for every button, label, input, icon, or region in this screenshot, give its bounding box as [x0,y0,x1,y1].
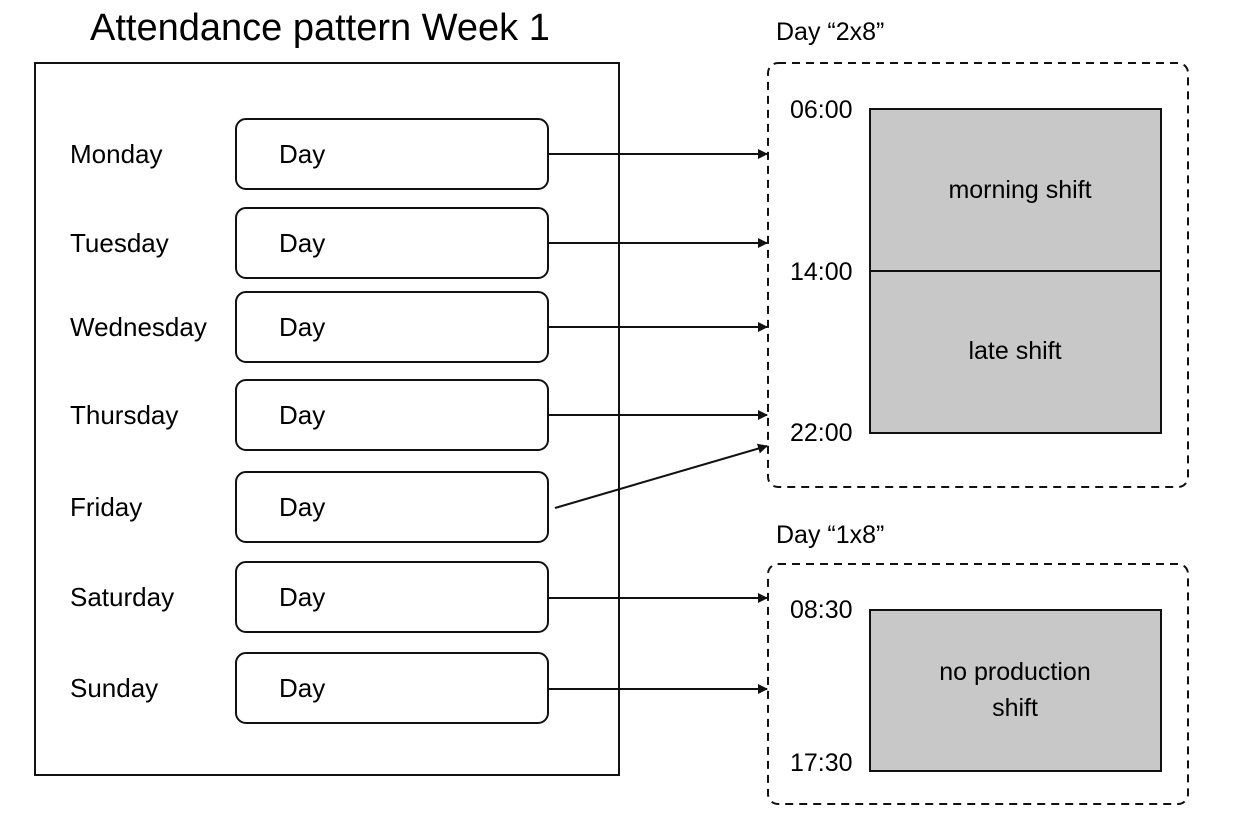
time-label-end: 22:00 [790,419,853,447]
weekday-label: Tuesday [70,228,169,258]
day-row-monday: Monday Day [70,118,549,190]
no-production-shift-label-line1: no production [939,658,1091,686]
no-production-shift-block [869,609,1162,772]
weekday-label: Sunday [70,673,158,703]
day-type-box [235,118,549,190]
late-shift-label: late shift [968,337,1061,365]
time-label-start: 08:30 [790,596,853,624]
day-type-box [235,379,549,451]
weekday-label: Saturday [70,582,174,612]
day-type-label: Day [279,673,325,703]
day-type-label: Day [279,582,325,612]
time-label-start: 06:00 [790,96,853,124]
day-type-box [235,652,549,724]
day-1x8-frame [767,563,1189,805]
day-row-tuesday: Tuesday Day [70,207,549,279]
day-row-wednesday: Wednesday Day [70,291,549,363]
morning-shift-label: morning shift [948,176,1091,204]
weekday-label: Thursday [70,400,178,430]
arrow-friday-to-2x8 [554,443,768,509]
day-type-label: Day [279,139,325,169]
pattern-title: Attendance pattern Week 1 [90,7,550,49]
time-label-end: 17:30 [790,749,853,777]
day-type-box [235,291,549,363]
day-type-label: Day [279,228,325,258]
day-type-label: Day [279,312,325,342]
morning-shift-block [869,108,1162,272]
day-type-box [235,471,549,543]
day-type-box [235,561,549,633]
day-type-label: Day [279,400,325,430]
day-type-label: Day [279,492,325,522]
late-shift-block [869,270,1162,434]
no-production-shift-label-line2: shift [992,694,1038,722]
day-row-friday: Friday Day [70,471,549,543]
day-2x8-frame [767,62,1189,488]
day-1x8-title: Day “1x8” [776,521,884,549]
day-row-sunday: Sunday Day [70,652,549,724]
time-label-change: 14:00 [790,258,853,286]
pattern-frame [34,62,620,776]
weekday-label: Monday [70,139,163,169]
weekday-label: Friday [70,492,142,522]
day-row-saturday: Saturday Day [70,561,549,633]
day-row-thursday: Thursday Day [70,379,549,451]
weekday-label: Wednesday [70,312,207,342]
day-2x8-title: Day “2x8” [776,18,884,46]
day-type-box [235,207,549,279]
